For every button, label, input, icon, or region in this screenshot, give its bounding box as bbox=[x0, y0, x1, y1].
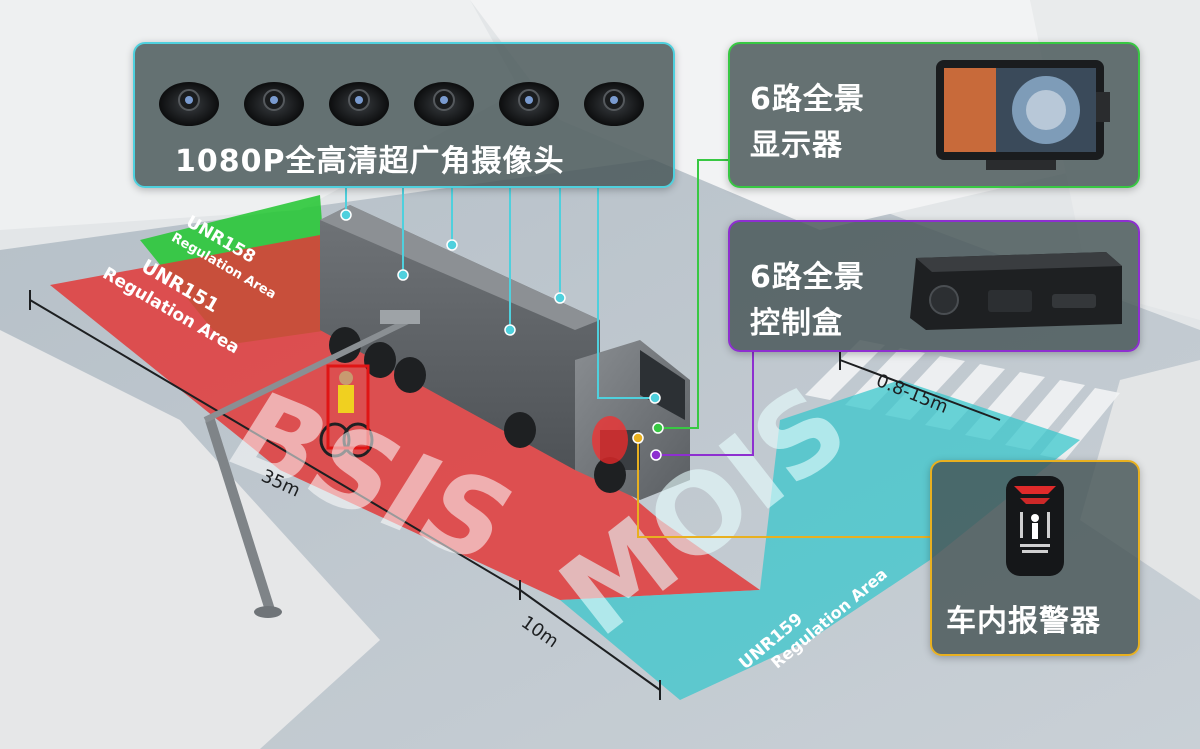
connector-dot-alarm bbox=[632, 432, 644, 444]
camera-icon bbox=[329, 82, 389, 126]
camera-icons bbox=[159, 82, 644, 126]
camera-icon bbox=[244, 82, 304, 126]
control-box-icon bbox=[910, 252, 1122, 330]
cyclist bbox=[319, 371, 374, 458]
display-label-line2: 显示器 bbox=[750, 128, 843, 163]
camera-icon bbox=[159, 82, 219, 126]
sidewalk-left bbox=[0, 330, 380, 749]
connector-line-controller bbox=[656, 350, 754, 456]
alarm-label: 车内报警器 bbox=[946, 604, 1101, 639]
cyclist-detection-box bbox=[326, 364, 370, 450]
alarm-device-icon bbox=[1006, 476, 1064, 576]
dimension-lines bbox=[29, 290, 1001, 700]
controller-label-line2: 控制盒 bbox=[750, 306, 843, 341]
connector-cam-dots bbox=[340, 209, 661, 404]
camera-row bbox=[157, 66, 657, 130]
truck-box bbox=[320, 205, 600, 470]
traffic-pole bbox=[203, 310, 420, 618]
connector-lines-cameras bbox=[345, 188, 655, 399]
display-callout: 6路全景 显示器 bbox=[728, 42, 1140, 188]
controller-label-line1: 6路全景 bbox=[750, 260, 865, 295]
camera-icon bbox=[414, 82, 474, 126]
truck-red-glow bbox=[592, 416, 628, 464]
connector-line-display bbox=[658, 159, 728, 429]
connector-dot-controller bbox=[650, 449, 662, 461]
camera-icon bbox=[499, 82, 559, 126]
camera-icon bbox=[584, 82, 644, 126]
connector-line-alarm bbox=[637, 438, 930, 538]
zone-unr151 bbox=[50, 235, 760, 600]
cameras-callout: 1080P全高清超广角摄像头 bbox=[133, 42, 675, 188]
display-label-line1: 6路全景 bbox=[750, 82, 865, 117]
monitor-icon bbox=[936, 60, 1110, 170]
truck-windshield bbox=[640, 350, 685, 420]
controller-callout: 6路全景 控制盒 bbox=[728, 220, 1140, 352]
alarm-callout: 车内报警器 bbox=[930, 460, 1140, 656]
connector-dot-display bbox=[652, 422, 664, 434]
truck-box-top bbox=[320, 205, 600, 330]
cameras-label: 1080P全高清超广角摄像头 bbox=[175, 144, 565, 179]
